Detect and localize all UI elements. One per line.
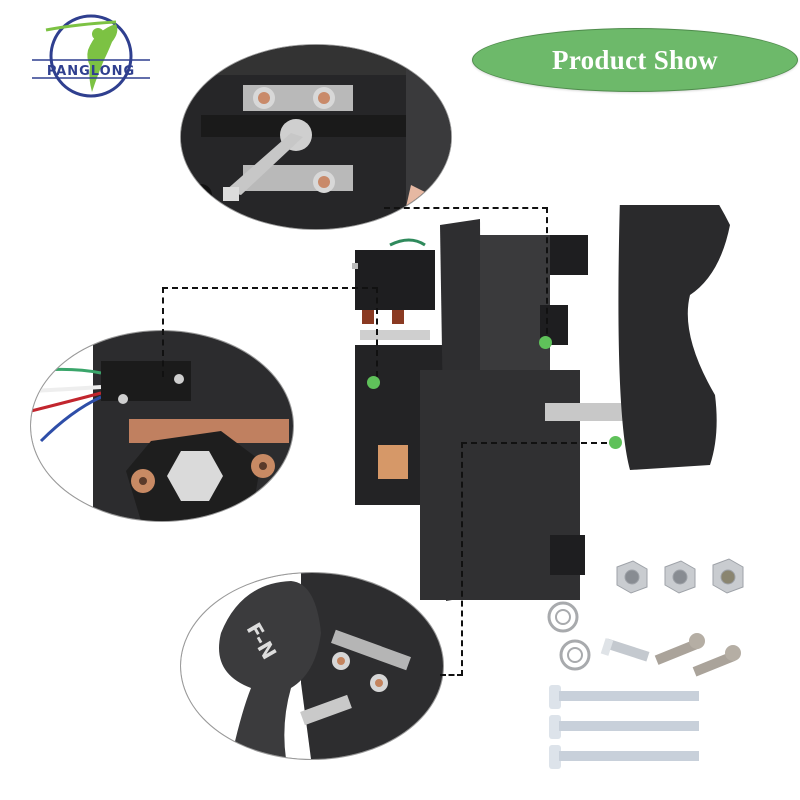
handle-detail-illustration: F-N — [181, 573, 443, 759]
leader-line-handle — [461, 442, 617, 676]
leader-line-left — [162, 287, 378, 377]
hardware-kit — [545, 555, 745, 770]
short-screws — [600, 633, 741, 677]
marker-dot-terminal — [539, 336, 552, 349]
lock-washers — [547, 601, 591, 671]
shaft-detail-illustration — [181, 45, 451, 229]
badge-label: Product Show — [552, 44, 718, 75]
hardware-kit-illustration — [547, 558, 744, 769]
long-screws — [549, 685, 699, 769]
callout-shaft-detail — [180, 44, 452, 230]
main-product-image — [350, 205, 740, 605]
brand-logo: PANGLONG — [28, 12, 154, 100]
product-show-badge: Product Show — [472, 28, 798, 92]
hex-nuts — [616, 558, 744, 594]
golfer-logo-icon — [32, 14, 150, 98]
callout-handle-detail: F-N — [180, 572, 444, 760]
callout-switch-detail — [30, 330, 294, 522]
logo-text: PANGLONG — [46, 64, 136, 79]
leader-line-top — [384, 207, 548, 344]
switch-assembly-illustration — [352, 205, 730, 601]
marker-dot-switch — [367, 376, 380, 389]
leader-line-bottom — [440, 674, 463, 676]
marker-dot-shaft — [609, 436, 622, 449]
